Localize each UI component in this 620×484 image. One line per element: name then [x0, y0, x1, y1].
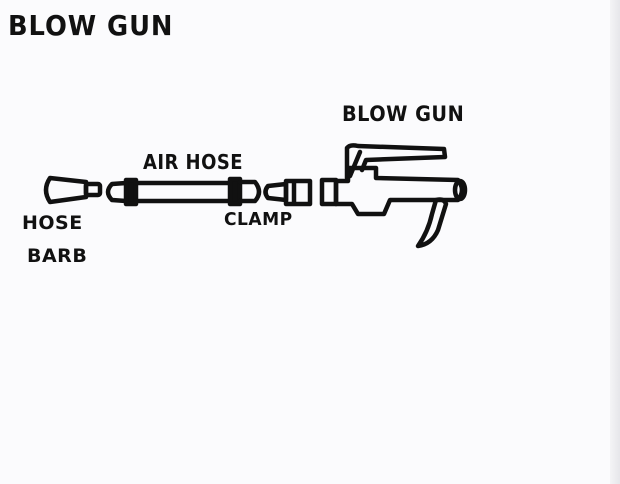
clamp [263, 178, 313, 207]
air-hose-label: AIR HOSE [143, 150, 243, 174]
clamp-label: CLAMP [224, 209, 293, 230]
paper-edge [610, 0, 620, 484]
diagram-title: BLOW GUN [8, 9, 174, 42]
blow-gun-label: BLOW GUN [342, 102, 465, 126]
hose-barb-label-line1: HOSE [22, 212, 83, 234]
hose-barb [43, 175, 103, 205]
air-hose [105, 176, 262, 207]
blow-gun [319, 143, 468, 249]
hose-barb-label-line2: BARB [27, 245, 88, 267]
